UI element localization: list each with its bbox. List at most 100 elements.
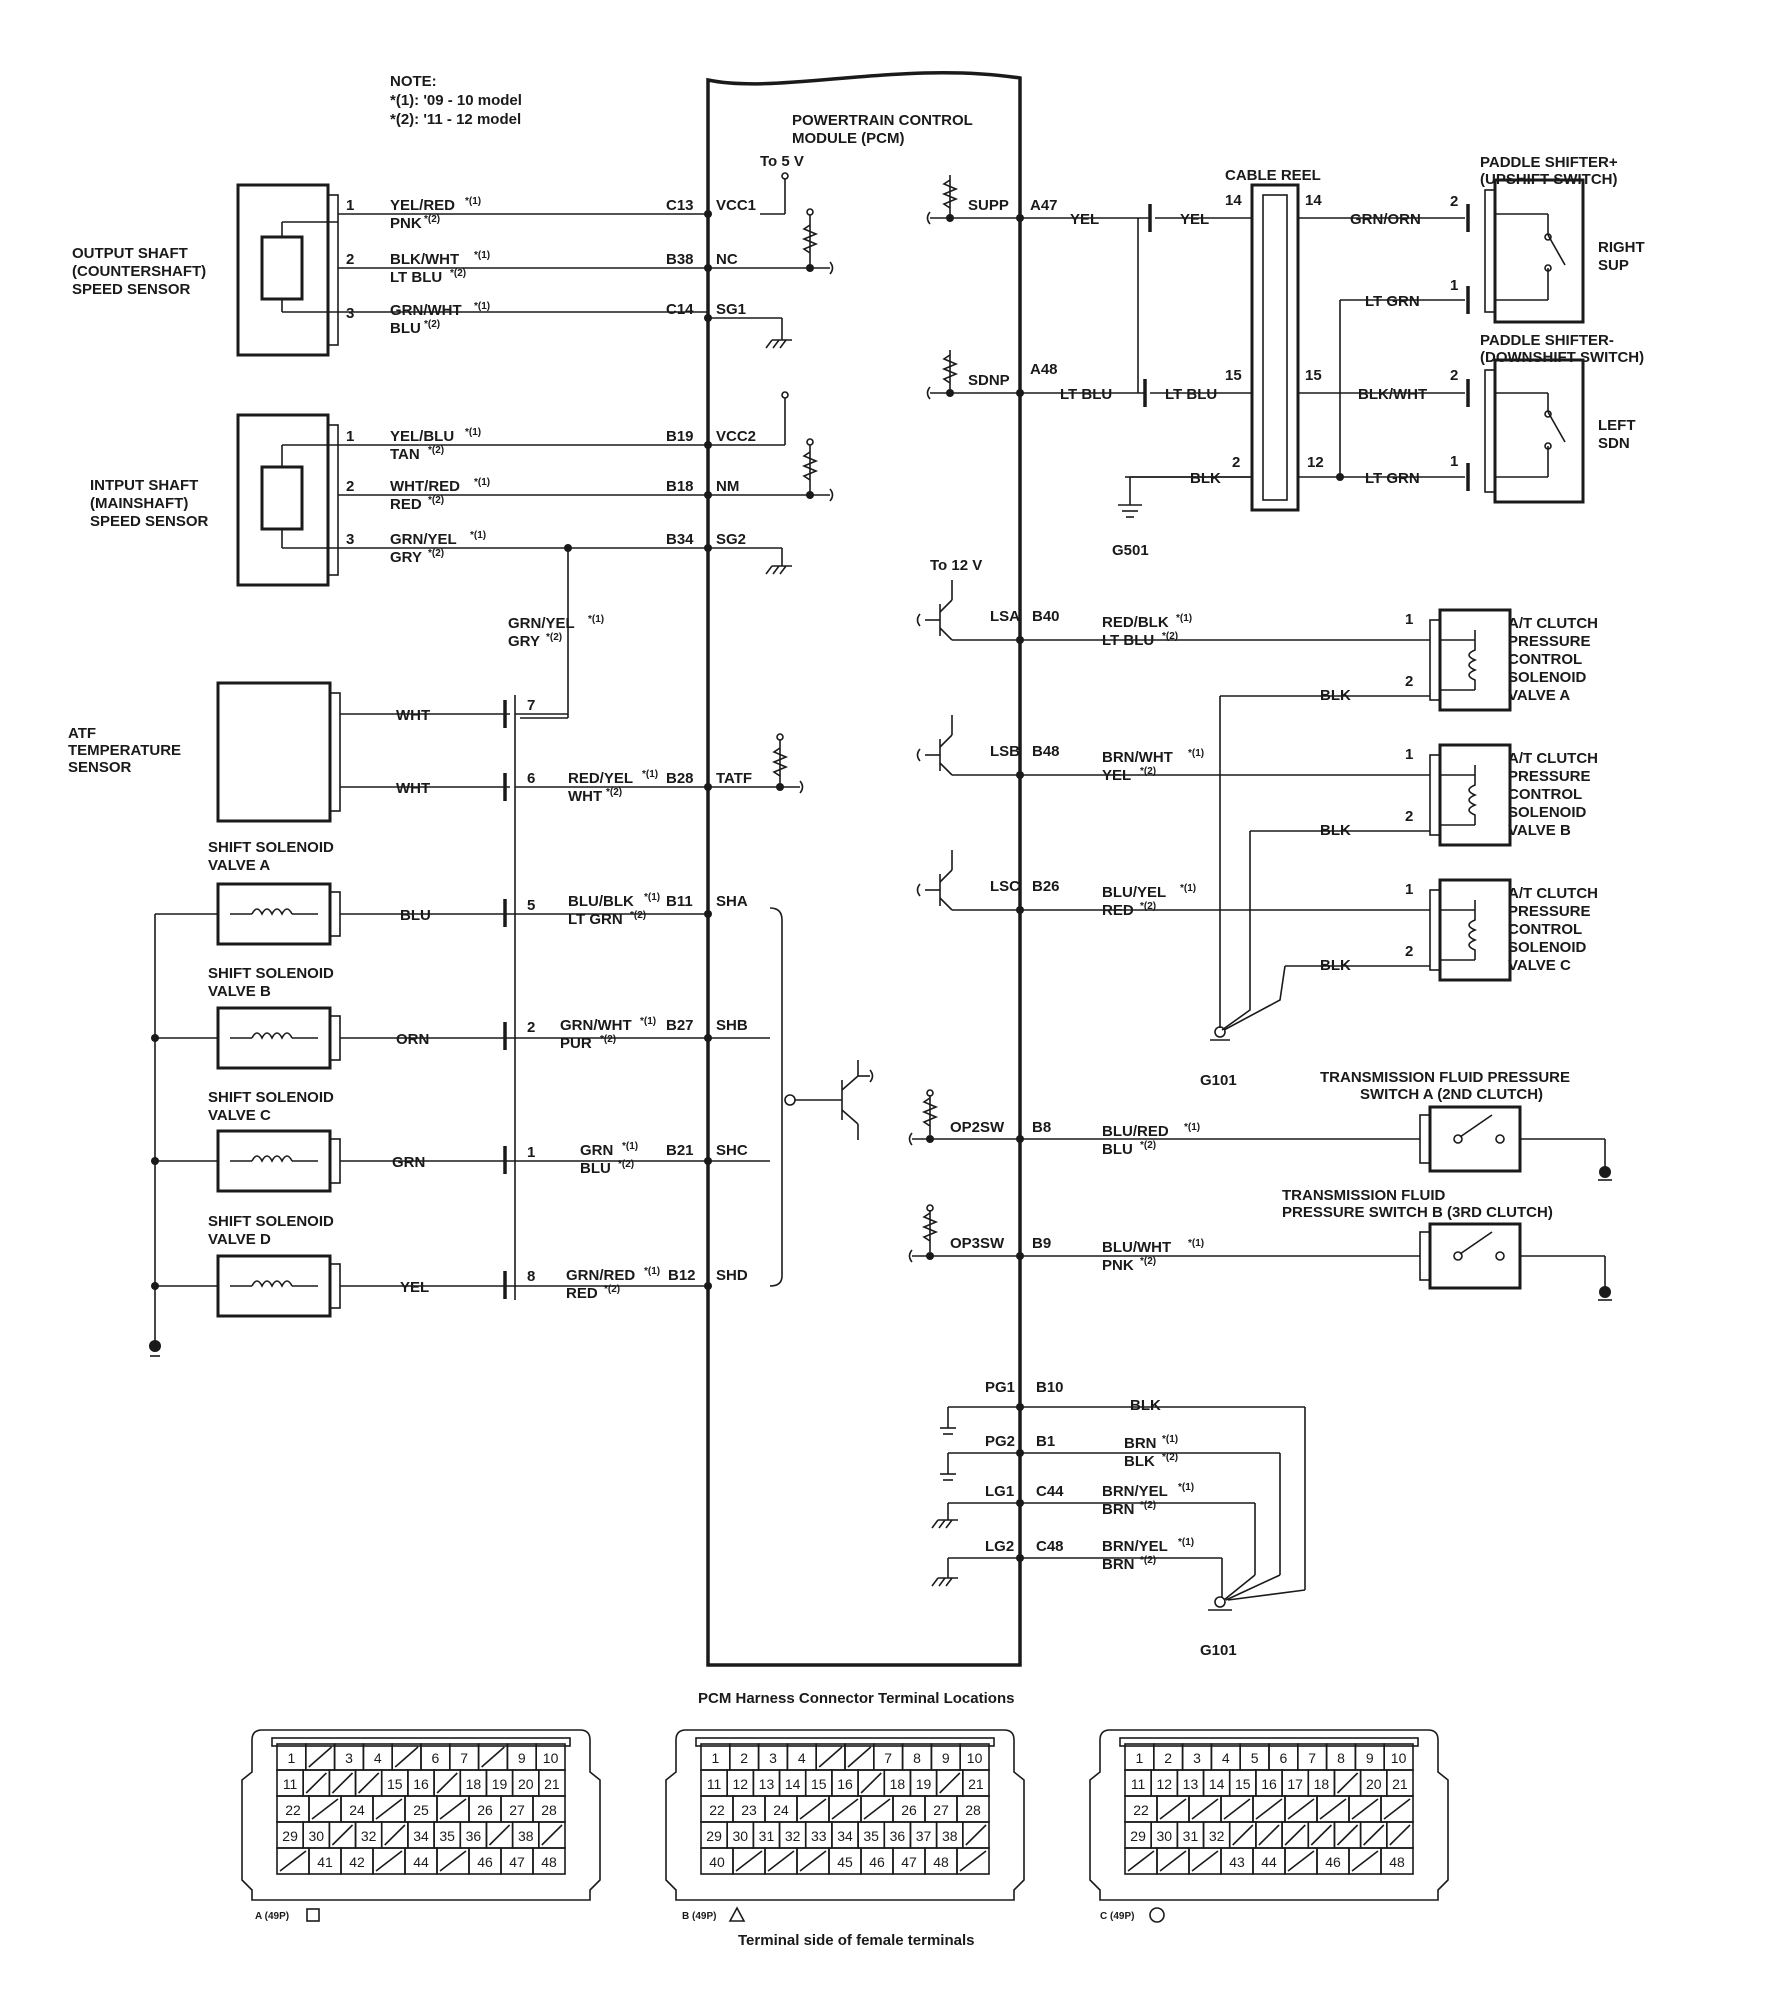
- ground-label: G501: [1112, 542, 1149, 559]
- terminal-label: C48: [1036, 1538, 1064, 1555]
- pin-label: 14: [1305, 192, 1322, 209]
- note-mark: *(2): [1140, 1500, 1156, 1511]
- terminal-number: 30: [1156, 1828, 1172, 1844]
- pin-label: 8: [527, 1268, 535, 1285]
- terminal-number: 21: [544, 1776, 560, 1792]
- wire-color-2: BRN: [1102, 1501, 1135, 1518]
- pin-label: 1: [527, 1144, 535, 1161]
- terminal-number: 46: [1325, 1854, 1341, 1870]
- ssv-a-name-1: SHIFT SOLENOID: [208, 839, 334, 856]
- note-mark: *(1): [1178, 1537, 1194, 1548]
- pcm-title-1: POWERTRAIN CONTROL: [792, 112, 973, 129]
- wire-color-1: BLK/WHT: [390, 251, 459, 268]
- terminal-number: 20: [518, 1776, 534, 1792]
- note-mark: *(2): [428, 548, 444, 559]
- wire-color-2: RED: [390, 496, 422, 513]
- input-sensor-name-2: (MAINSHAFT): [90, 495, 188, 512]
- terminal-number: 44: [413, 1854, 429, 1870]
- terminal-number: 27: [933, 1802, 949, 1818]
- pin-label: 12: [1307, 454, 1324, 471]
- terminal-number: 10: [1391, 1750, 1407, 1766]
- wire-tatf: RED/YEL *(1) WHT *(2) B28 TATF: [515, 733, 804, 805]
- ground-label: G101: [1200, 1072, 1237, 1089]
- paddle-up-name-2: (UPSHIFT SWITCH): [1480, 171, 1617, 188]
- terminal-number: 9: [1366, 1750, 1374, 1766]
- terminal-label: B48: [1032, 743, 1060, 760]
- pressure-switch-b-name-1: TRANSMISSION FLUID: [1282, 1187, 1445, 1204]
- terminal-number: 10: [543, 1750, 559, 1766]
- pin-label: 5: [527, 897, 535, 914]
- note-mark: *(1): [474, 301, 490, 312]
- connector-b-label: B (49P): [682, 1911, 716, 1922]
- terminal-number: 7: [460, 1750, 468, 1766]
- pin-label: 1: [1405, 881, 1413, 898]
- terminal-label: B18: [666, 478, 694, 495]
- pcs-a-name-1: A/T CLUTCH: [1508, 615, 1598, 632]
- wire-nc: 2 BLK/WHT *(1) LT BLU *(2) B38 NC: [338, 208, 834, 286]
- pcs-c-name-1: A/T CLUTCH: [1508, 885, 1598, 902]
- wire-color-1: RED/YEL: [568, 770, 633, 787]
- pin-label: 2: [1405, 673, 1413, 690]
- pcs-b-name-1: A/T CLUTCH: [1508, 750, 1598, 767]
- terminal-number: 38: [518, 1828, 534, 1844]
- pin-label: 2: [346, 478, 354, 495]
- terminal-label: B27: [666, 1017, 694, 1034]
- note-mark: *(1): [474, 477, 490, 488]
- terminal-number: 40: [709, 1854, 725, 1870]
- paddle-down-name-1: PADDLE SHIFTER-: [1480, 332, 1614, 349]
- signal-label: SUPP: [968, 197, 1009, 214]
- pin-label: 3: [346, 531, 354, 548]
- pcs-c-name-5: VALVE C: [1508, 957, 1571, 974]
- output-sensor-name-3: SPEED SENSOR: [72, 281, 191, 298]
- terminal-number: 14: [785, 1776, 801, 1792]
- wire-label: LT GRN: [1365, 293, 1420, 310]
- terminal-number: 34: [413, 1828, 429, 1844]
- terminal-label: B10: [1036, 1379, 1064, 1396]
- atf-sensor-name-2: TEMPERATURE: [68, 742, 181, 759]
- pin-label: 2: [1450, 193, 1458, 210]
- wire-color-2: LT BLU: [390, 269, 442, 286]
- pcm-body: [706, 70, 1022, 1667]
- pressure-switch-b-name-2: PRESSURE SWITCH B (3RD CLUTCH): [1282, 1204, 1553, 1221]
- signal-label: NM: [716, 478, 739, 495]
- note-mark: *(1): [588, 614, 604, 625]
- terminal-number: 31: [759, 1828, 775, 1844]
- wire-color-2: PNK: [1102, 1257, 1134, 1274]
- square-icon: [306, 1908, 320, 1922]
- pin-label: 1: [346, 428, 354, 445]
- signal-label: LG2: [985, 1538, 1014, 1555]
- signal-label: SG1: [716, 301, 746, 318]
- wire-color-1: BRN/WHT: [1102, 749, 1173, 766]
- wire-label: BLK/WHT: [1358, 386, 1427, 403]
- wire-color-1: BRN/YEL: [1102, 1538, 1168, 1555]
- terminal-number: 4: [1222, 1750, 1230, 1766]
- signal-label: OP3SW: [950, 1235, 1005, 1252]
- ssv-b-name-2: VALVE B: [208, 983, 271, 1000]
- terminal-label: A47: [1030, 197, 1058, 214]
- signal-label: SG2: [716, 531, 746, 548]
- signal-label: LSA: [990, 608, 1020, 625]
- terminal-number: 1: [288, 1750, 296, 1766]
- pcs-c-name-4: SOLENOID: [1508, 939, 1587, 956]
- signal-label: VCC2: [716, 428, 756, 445]
- terminal-number: 11: [707, 1776, 722, 1792]
- atf-temperature-sensor: [216, 681, 510, 823]
- terminal-label: B21: [666, 1142, 694, 1159]
- terminal-number: 18: [1314, 1776, 1330, 1792]
- terminal-number: 35: [863, 1828, 879, 1844]
- cable-reel-label: CABLE REEL: [1225, 167, 1321, 184]
- wire-label: GRN: [392, 1154, 425, 1171]
- note-mark: *(2): [1140, 1256, 1156, 1267]
- pressure-switch-a-name-1: TRANSMISSION FLUID PRESSURE: [1320, 1069, 1570, 1086]
- terminal-number: 4: [374, 1750, 382, 1766]
- terminal-number: 22: [285, 1802, 301, 1818]
- atf-sensor-name-3: SENSOR: [68, 759, 132, 776]
- terminal-number: 3: [769, 1750, 777, 1766]
- pin-label: 2: [1232, 454, 1240, 471]
- terminal-number: 7: [1308, 1750, 1316, 1766]
- solenoid-lsb: [916, 715, 1512, 847]
- terminal-number: 15: [1235, 1776, 1251, 1792]
- wire-color-1: WHT/RED: [390, 478, 460, 495]
- to12v-label: To 12 V: [930, 557, 982, 574]
